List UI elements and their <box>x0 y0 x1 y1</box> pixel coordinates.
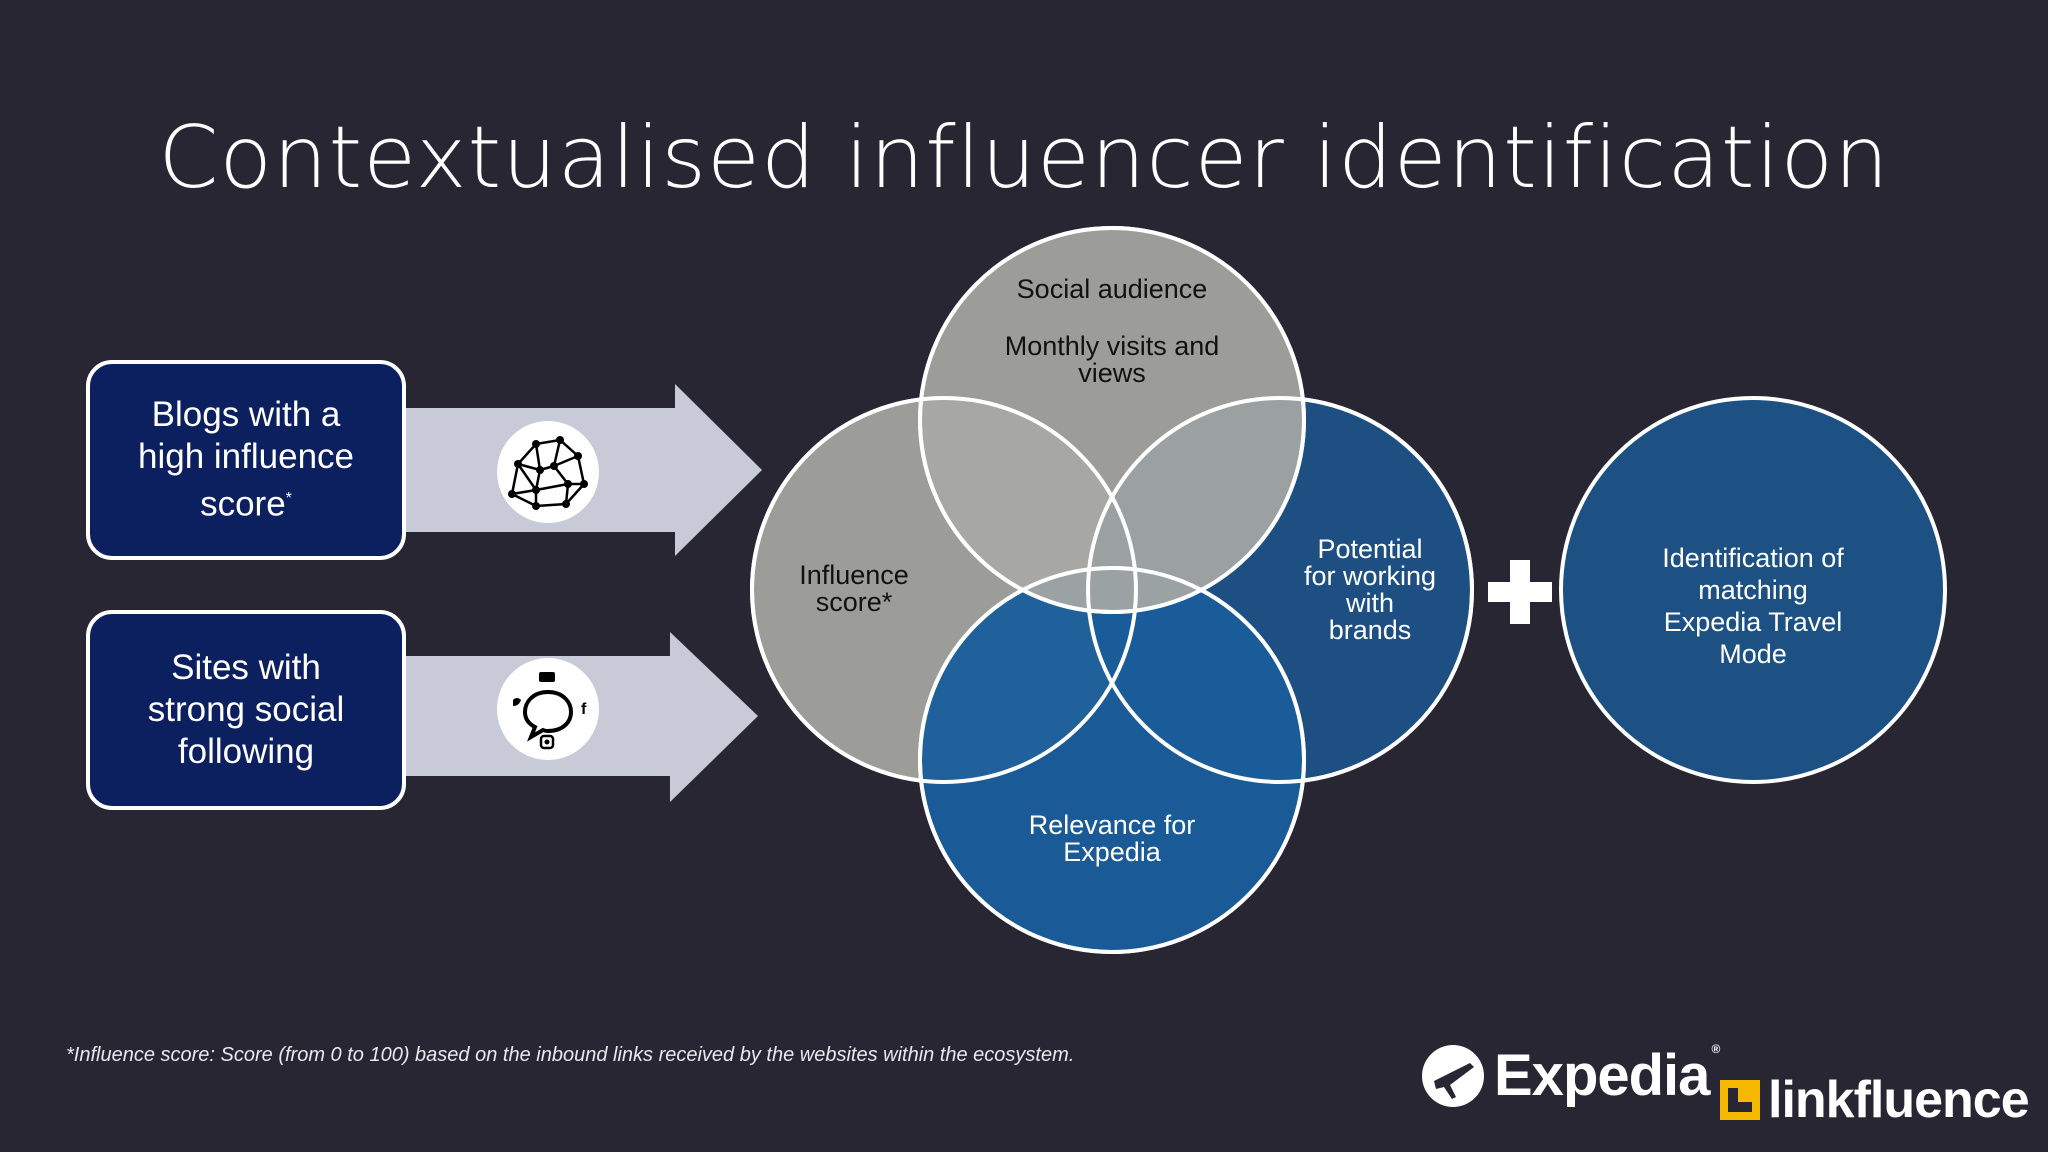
influence-line: Influence <box>799 560 909 590</box>
label-relevance-expedia: Relevance for Expedia <box>982 812 1242 866</box>
source-box-blogs: Blogs with a high influence score* <box>86 360 406 560</box>
result-line: Identification of <box>1662 543 1844 573</box>
page-title: Contextualised influencer identification <box>158 108 1890 208</box>
source-line: Blogs with a <box>151 395 341 435</box>
footnote-mark: * <box>285 490 292 508</box>
social-line: views <box>1078 358 1146 388</box>
svg-text:f: f <box>581 701 587 718</box>
result-line: matching <box>1698 575 1808 605</box>
registered-mark: ® <box>1711 1042 1720 1056</box>
relevance-line: Expedia <box>1063 837 1161 867</box>
expedia-globe-icon <box>1422 1044 1484 1107</box>
linkfluence-mark-icon <box>1720 1080 1760 1120</box>
social-title: Social audience <box>1016 274 1208 304</box>
source-box-sites: Sites with strong social following <box>86 610 406 810</box>
network-graph-icon <box>497 421 599 523</box>
relevance-line: Relevance for <box>1028 810 1196 840</box>
potential-line: brands <box>1328 615 1412 645</box>
plus-icon <box>1488 560 1552 624</box>
linkfluence-logo: linkfluence <box>1720 1070 2030 1130</box>
social-media-icon: f <box>497 658 599 760</box>
potential-line: Potential <box>1317 534 1423 564</box>
label-influence-score: Influence score* <box>768 562 940 616</box>
source-line: strong social <box>147 690 345 729</box>
influence-line: score* <box>815 587 893 617</box>
source-line: high influence <box>138 437 354 477</box>
result-line: Mode <box>1719 639 1787 669</box>
expedia-logo: Expedia® <box>1420 1042 1720 1109</box>
potential-line: for working <box>1303 561 1437 591</box>
source-line: score <box>200 484 286 524</box>
source-line: following <box>177 732 315 771</box>
potential-line: with <box>1345 588 1394 618</box>
result-line: Expedia Travel <box>1663 607 1843 637</box>
footnote: *Influence score: Score (from 0 to 100) … <box>66 1044 1075 1066</box>
label-result-identification: Identification of matching Expedia Trave… <box>1623 542 1883 670</box>
social-line: Monthly visits and <box>1004 331 1220 361</box>
expedia-wordmark: Expedia <box>1494 1043 1710 1108</box>
label-potential-brands: Potential for working with brands <box>1280 536 1460 644</box>
label-social-audience: Social audience Monthly visits and views <box>962 276 1262 387</box>
circle-result-identification <box>1559 396 1947 784</box>
linkfluence-wordmark: linkfluence <box>1768 1071 2030 1129</box>
source-line: Sites with <box>171 648 321 687</box>
